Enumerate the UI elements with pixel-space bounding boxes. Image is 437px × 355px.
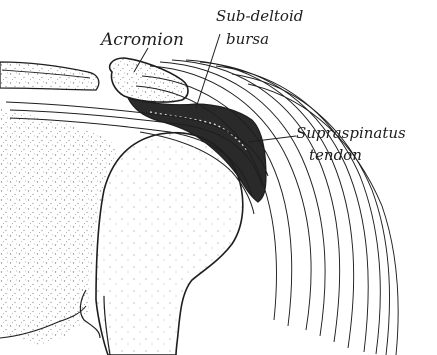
subdeltoid-bursa-label-line1: Sub-deltoid (216, 9, 303, 24)
subdeltoid-bursa-label-line2: bursa (226, 32, 269, 47)
humeral-head (96, 133, 243, 355)
supraspinatus-tendon-label-line1: Supraspinatus (296, 126, 406, 141)
acromion-label: Acromion (101, 32, 184, 49)
supraspinatus-tendon-label-line2: tendon (309, 148, 362, 163)
subdeltoid-leader (196, 34, 220, 108)
acromion-bone (110, 58, 188, 102)
clavicle (0, 62, 99, 90)
